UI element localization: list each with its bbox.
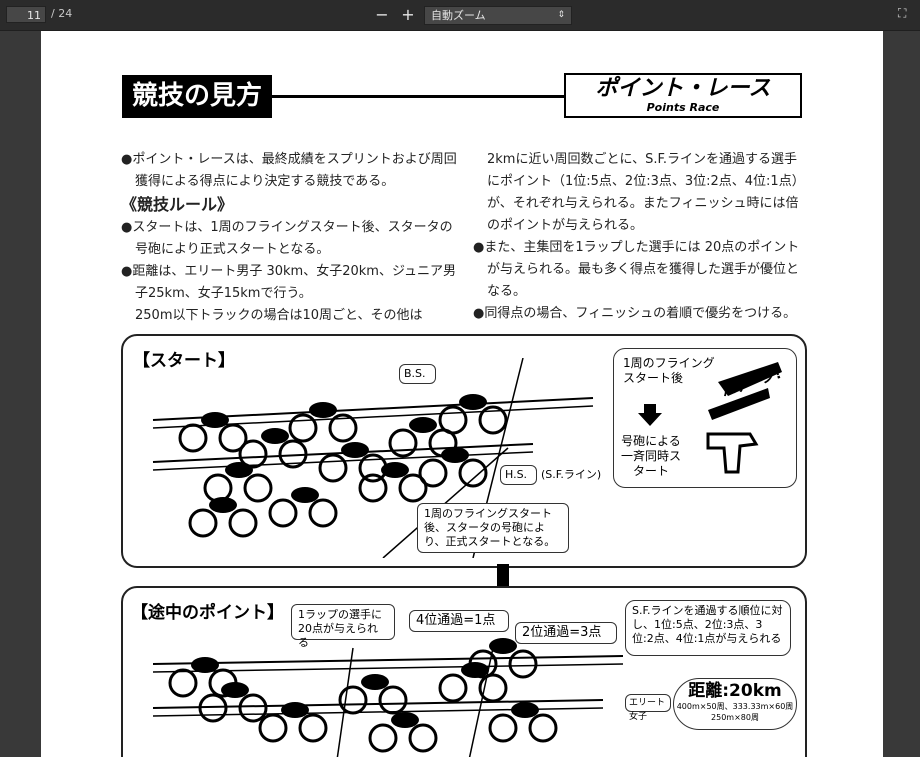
event-title-box: ポイント・レース Points Race (564, 73, 802, 118)
heading-divider (259, 95, 565, 98)
rule-paragraph: ●スタートは、1周のフライングスタート後、スタータの号砲により正式スタートとなる… (121, 220, 453, 257)
elite-women-label: エリート女子 (625, 694, 671, 722)
start-track-illustration (152, 358, 594, 558)
event-title-ja: ポイント・レース (595, 76, 771, 101)
cyclist-group (178, 405, 508, 538)
left-column: ●ポイント・レースは、最終成績をスプリントおよび周回獲得による得点により決定する… (121, 149, 461, 327)
panel-connector (497, 564, 509, 588)
sf-points-info-bubble: S.F.ラインを通過する順位に対し、1位:5点、2位:3点、3位:2点、4位:1… (625, 600, 791, 656)
right-column: 2kmに近い周回数ごとに、S.F.ラインを通過する選手にポイント（1位:5点、2… (473, 149, 809, 325)
zoom-out-button[interactable]: − (375, 5, 389, 24)
track-line (153, 655, 624, 665)
cyclist-bodies (201, 394, 487, 513)
rule-paragraph: ●同得点の場合、フィニッシュの着順で優劣をつける。 (473, 306, 797, 321)
zoom-in-button[interactable]: + (401, 5, 415, 24)
down-arrow-icon (638, 404, 662, 426)
rule-paragraph: 2kmに近い周回数ごとに、S.F.ラインを通過する選手にポイント（1位:5点、2… (487, 152, 805, 233)
gun-start-label: 号砲による一斉同時スタート (620, 434, 681, 478)
page-total: / 24 (51, 7, 73, 20)
fourth-place-bubble: 4位通過=1点 (409, 610, 509, 632)
mid-points-panel: 【途中のポイント】 (121, 586, 807, 757)
track-line (153, 663, 624, 673)
flying-start-label: 1周のフライングスタート後 (623, 356, 715, 385)
start-panel: 【スタート】 (121, 334, 807, 568)
rule-paragraph: ●ポイント・レースは、最終成績をスプリントおよび周回獲得による得点により決定する… (121, 152, 457, 189)
mid-track-illustration (153, 638, 624, 757)
event-title-en: Points Race (646, 101, 720, 114)
section-heading: 競技の見方 (122, 75, 273, 118)
distance-detail: 250m×80周 (711, 713, 759, 722)
hs-label: H.S. (500, 465, 537, 485)
page-number-input[interactable]: 11 (6, 6, 46, 23)
fullscreen-icon[interactable]: ⛶ (898, 6, 907, 20)
zoom-select-value: 自動ズーム (431, 9, 486, 22)
rule-paragraph: 250m以下トラックの場合は10周ごと、その他は (135, 308, 423, 323)
zoom-select[interactable]: 自動ズーム ⇕ (424, 6, 572, 25)
rule-paragraph: ●距離は、エリート男子 30km、女子20km、ジュニア男子25km、女子15k… (121, 264, 457, 301)
mid-panel-title: 【途中のポイント】 (131, 603, 284, 623)
lap-points-bubble: 1ラップの選手に20点が与えられる (291, 604, 395, 649)
start-rule-bubble: 1周のフライングスタート後、スタータの号砲により、正式スタートとなる。 (417, 503, 569, 553)
distance-detail: 400m×50周、333.33m×60周 (676, 702, 794, 711)
sf-line (336, 647, 354, 757)
rules-subheading: 《競技ルール》 (121, 195, 234, 214)
start-panel-title: 【スタート】 (133, 351, 235, 371)
distance-oval: 距離:20km 400m×50周、333.33m×60周 250m×80周 (673, 678, 797, 730)
distance-value: 距離:20km (688, 681, 782, 701)
track-line (153, 699, 604, 709)
chevron-updown-icon: ⇕ (557, 10, 565, 20)
second-place-bubble: 2位通過=3点 (515, 622, 617, 644)
starter-pistol-icon (706, 362, 782, 474)
sf-line-label: (S.F.ライン) (541, 468, 602, 481)
pdf-toolbar: 11 / 24 − + 自動ズーム ⇕ ⛶ (0, 0, 920, 31)
cyclist-bodies (191, 638, 539, 728)
cyclist-group (168, 649, 558, 753)
bs-label: B.S. (399, 364, 436, 384)
rule-paragraph: ●また、主集団を1ラップした選手には 20点のポイントが与えられる。最も多く得点… (473, 240, 800, 299)
pdf-page: 競技の見方 ポイント・レース Points Race ●ポイント・レースは、最終… (41, 31, 883, 757)
